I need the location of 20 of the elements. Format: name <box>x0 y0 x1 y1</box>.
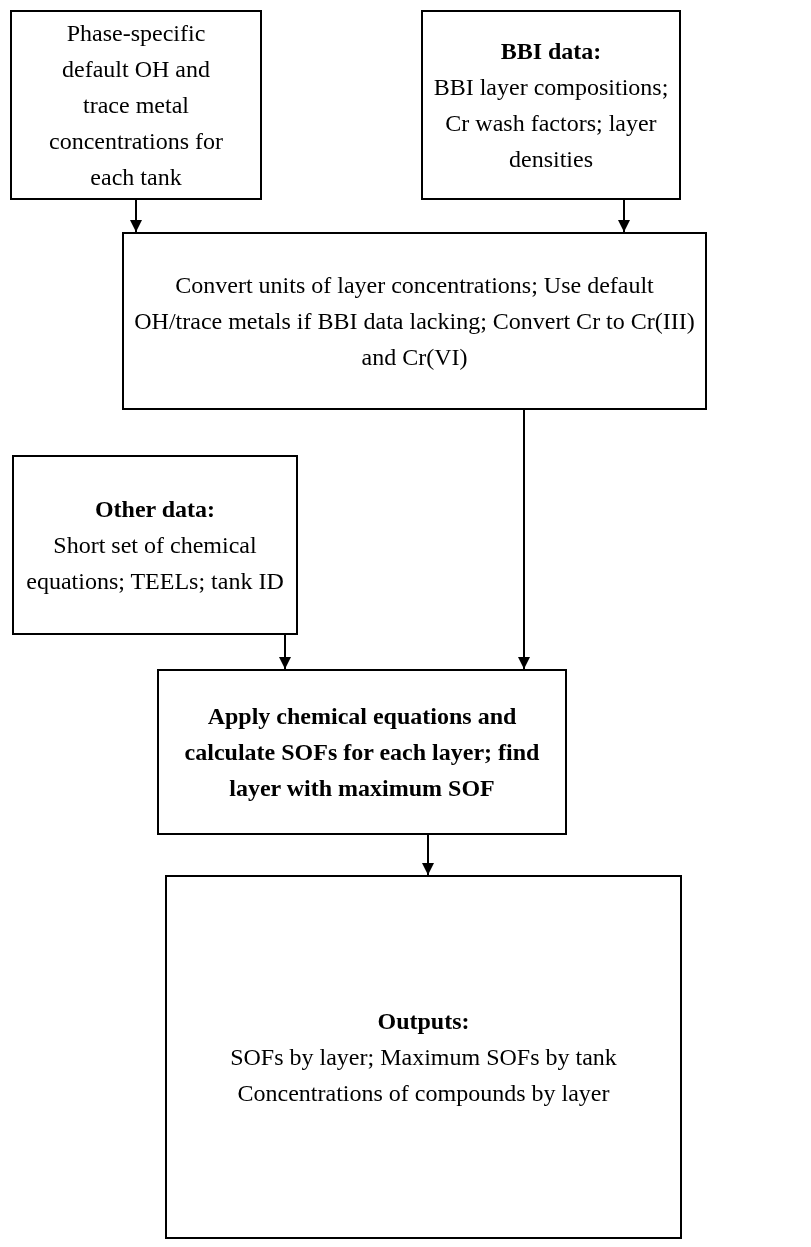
box-text: SOFs by layer; Maximum SOFs by tank Concentrations of compounds by layer <box>229 1043 618 1108</box>
box-text: Apply chemical equations and calculate SOFs for each layer; find layer with maximum SOF <box>183 702 541 803</box>
box-heading: Outputs: <box>376 1007 471 1036</box>
arrow <box>130 199 142 233</box>
arrow <box>422 834 434 876</box>
process-box <box>157 669 567 835</box>
process-box <box>12 455 298 635</box>
process-box <box>10 10 262 200</box>
process-box <box>165 875 682 1239</box>
box-text: Convert units of layer concentrations; Use default OH/trace metals if BBI data lacking; Convert Cr to Cr(III) and Cr(VI) <box>133 271 696 372</box>
arrow <box>618 199 630 233</box>
arrow <box>518 409 530 670</box>
process-box <box>122 232 707 410</box>
box-text: BBI layer compositions; Cr wash factors; layer densities <box>432 73 670 174</box>
box-heading: Other data: <box>93 495 217 524</box>
process-box <box>421 10 681 200</box>
box-heading: BBI data: <box>499 37 603 66</box>
box-text: Phase-specific default OH and trace metal concentrations for each tank <box>48 19 224 192</box>
arrow <box>279 634 291 670</box>
box-text: Short set of chemical equations; TEELs; tank ID <box>25 531 285 596</box>
